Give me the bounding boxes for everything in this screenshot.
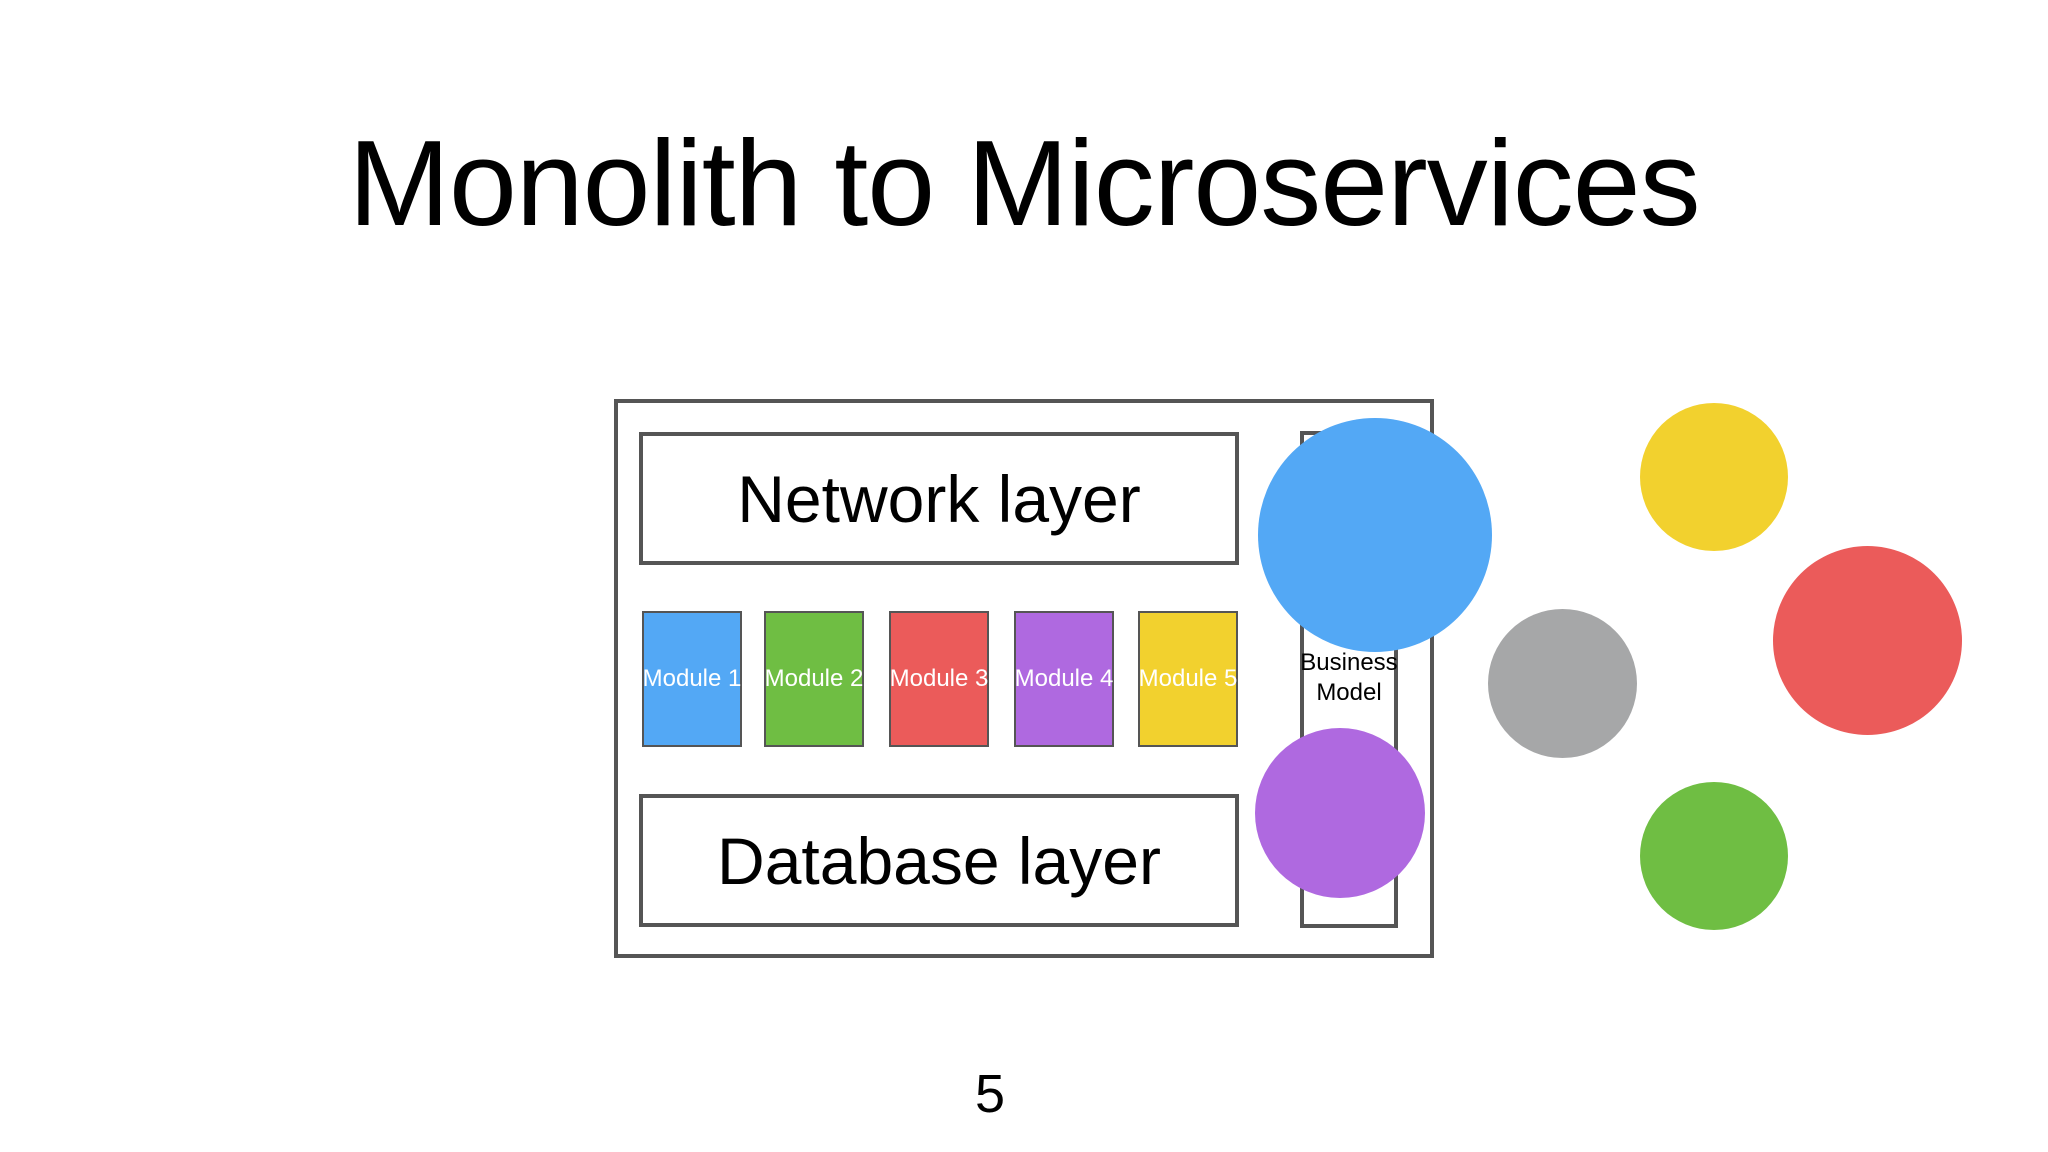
microservice-purple-circle	[1255, 728, 1425, 898]
monolith-container	[614, 399, 1434, 958]
database-layer: Database layer	[639, 794, 1239, 927]
network-layer: Network layer	[639, 432, 1239, 565]
page-number: 5	[974, 1064, 1006, 1124]
module-4: Module 4	[1014, 611, 1114, 747]
microservice-green-circle	[1640, 782, 1788, 930]
microservice-yellow-circle	[1640, 403, 1788, 551]
module-3-label: Module 3	[889, 665, 989, 692]
module-2: Module 2	[764, 611, 864, 747]
module-1: Module 1	[642, 611, 742, 747]
module-2-label: Module 2	[764, 665, 864, 692]
microservice-red-circle	[1773, 546, 1962, 735]
business-model-label: Business Model	[1300, 649, 1398, 706]
microservice-gray-circle	[1488, 609, 1637, 758]
slide-title: Monolith to Microservices	[348, 115, 1700, 251]
microservice-blue-circle	[1258, 418, 1492, 652]
module-5-label: Module 5	[1138, 665, 1238, 692]
module-3: Module 3	[889, 611, 989, 747]
module-5: Module 5	[1138, 611, 1238, 747]
network-layer-label: Network layer	[737, 461, 1141, 536]
database-layer-label: Database layer	[717, 823, 1161, 898]
module-4-label: Module 4	[1014, 665, 1114, 692]
module-1-label: Module 1	[642, 665, 742, 692]
